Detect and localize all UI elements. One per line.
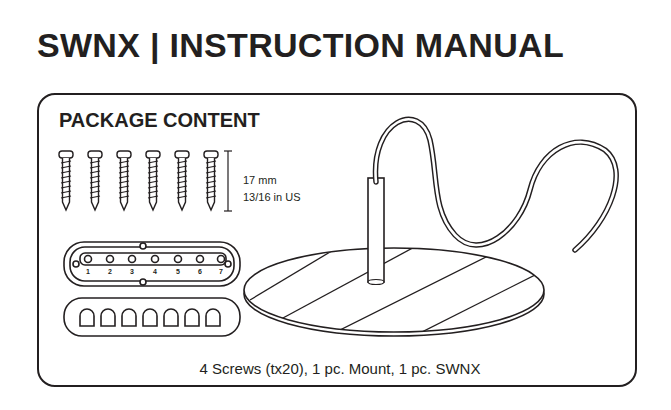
dimension-label: 13/16 in US	[243, 191, 300, 203]
slot-number: 2	[108, 268, 112, 275]
panel-heading: PACKAGE CONTENT	[59, 109, 615, 132]
mount-top	[64, 242, 240, 286]
dimension-label: 17 mm	[243, 174, 277, 186]
slot-number: 1	[86, 268, 90, 275]
slot-number: 3	[130, 268, 134, 275]
slot-number: 7	[219, 268, 223, 275]
slot-number: 5	[176, 268, 180, 275]
mount-bottom	[64, 298, 240, 336]
content-panel: PACKAGE CONTENT	[37, 93, 637, 387]
package-caption: 4 Screws (tx20), 1 pc. Mount, 1 pc. SWNX	[200, 360, 481, 377]
dimension-bracket	[224, 151, 232, 211]
swnx-stand	[244, 119, 616, 338]
slot-number: 6	[198, 268, 202, 275]
manual-title: SWNX | INSTRUCTION MANUAL	[37, 26, 564, 65]
screws	[59, 151, 218, 210]
slot-number: 4	[153, 268, 157, 275]
